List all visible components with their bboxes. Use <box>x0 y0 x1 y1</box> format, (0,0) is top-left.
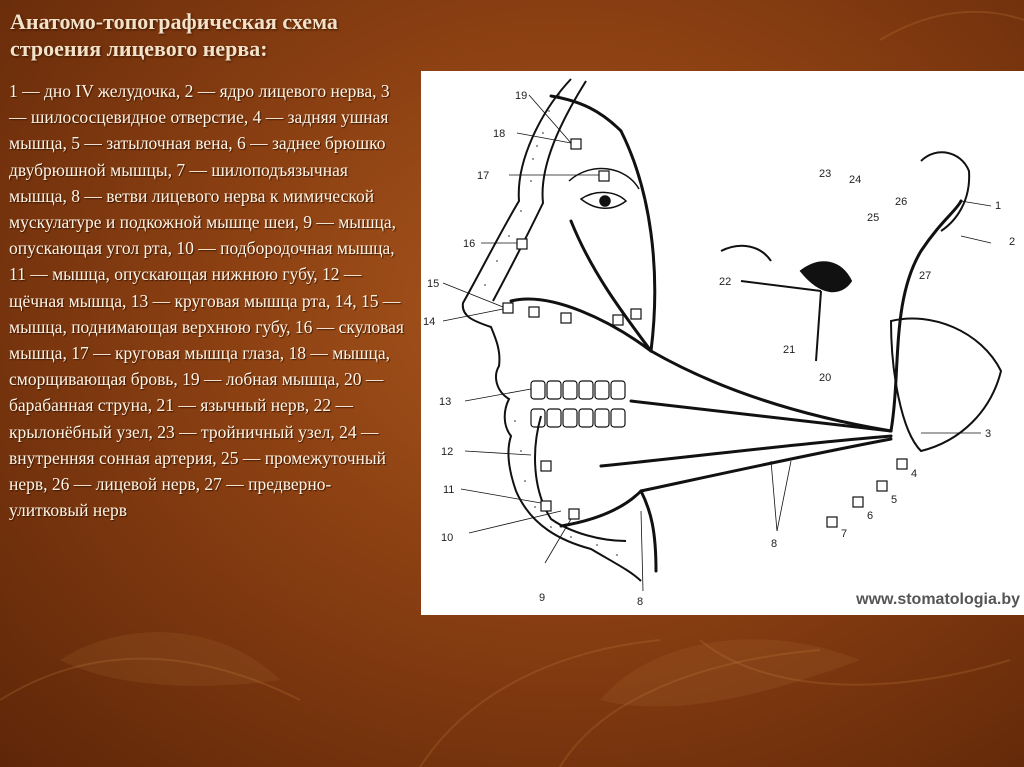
leader-lines <box>442 94 992 592</box>
label-27: 27 <box>919 270 931 282</box>
watermark: www.stomatologia.by <box>856 591 1020 608</box>
muscle-markers <box>502 138 908 528</box>
label-11: 11 <box>443 484 454 496</box>
label-22: 22 <box>719 276 731 288</box>
label-4: 4 <box>911 468 917 480</box>
label-24: 24 <box>849 174 861 186</box>
label-7: 7 <box>841 528 847 540</box>
skin-stipple <box>484 94 618 556</box>
label-3: 3 <box>985 428 991 440</box>
label-8b: 8 <box>771 538 777 550</box>
label-2: 2 <box>1009 236 1015 248</box>
label-16: 16 <box>463 238 475 250</box>
label-13: 13 <box>439 396 451 408</box>
label-1: 1 <box>995 200 1001 212</box>
label-17: 17 <box>477 170 489 182</box>
head-profile <box>461 78 642 582</box>
label-21: 21 <box>783 344 795 356</box>
teeth <box>530 380 626 428</box>
label-5: 5 <box>891 494 897 506</box>
facial-nerve-diagram: 19 18 17 16 15 14 13 12 11 10 9 8 8 23 2… <box>421 71 1024 615</box>
label-25: 25 <box>867 212 879 224</box>
figure-caption: 1 — дно IV желудочка, 2 — ядро лицевого … <box>9 81 404 521</box>
label-6: 6 <box>867 510 873 522</box>
eye <box>568 167 640 209</box>
label-23: 23 <box>819 168 831 180</box>
label-15: 15 <box>427 278 439 290</box>
slide-title: Анатомо-топографическая схема строения л… <box>10 9 338 61</box>
label-14: 14 <box>423 316 435 328</box>
label-10: 10 <box>441 532 453 544</box>
label-20: 20 <box>819 372 831 384</box>
brainstem-region <box>720 151 1003 453</box>
label-8a: 8 <box>637 596 643 608</box>
diagram-drawing: 19 18 17 16 15 14 13 12 11 10 9 8 8 23 2… <box>423 78 1015 608</box>
label-19: 19 <box>515 90 527 102</box>
label-9: 9 <box>539 592 545 604</box>
label-18: 18 <box>493 128 505 140</box>
label-12: 12 <box>441 446 453 458</box>
label-26: 26 <box>895 196 907 208</box>
